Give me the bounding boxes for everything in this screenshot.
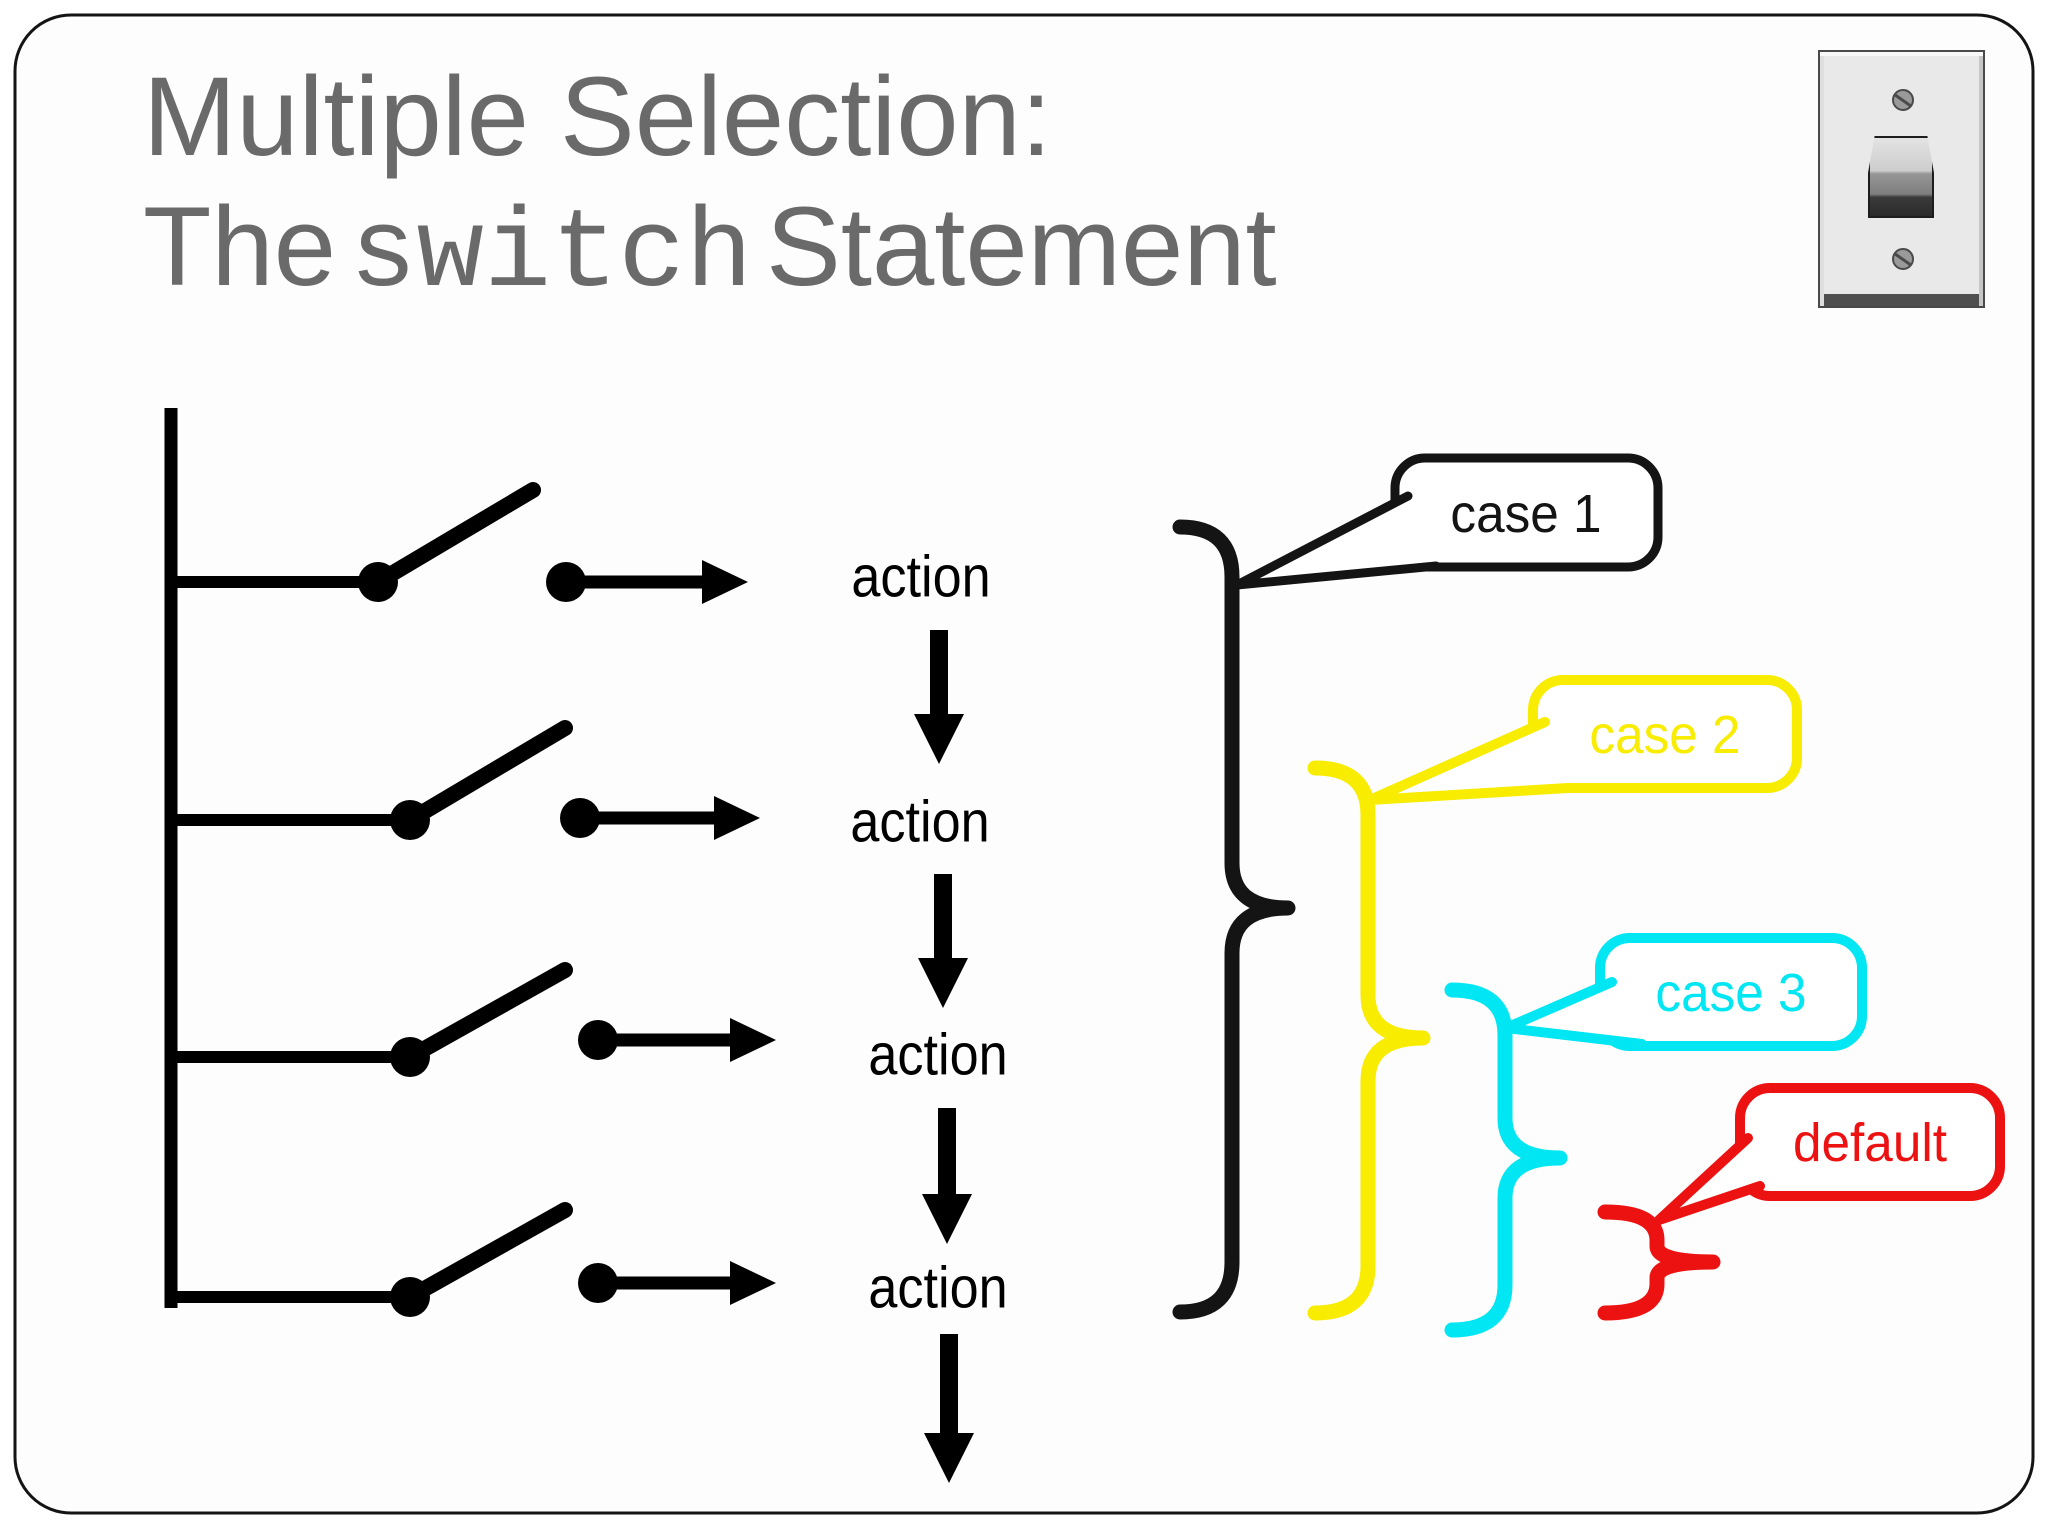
callout-tail <box>1232 491 1441 590</box>
switch-lever-icon <box>370 482 541 590</box>
callout-tail <box>1501 977 1647 1049</box>
callout-tail <box>1654 1133 1765 1225</box>
callout-default <box>1654 1083 2005 1225</box>
brace-case1 <box>1172 519 1296 1320</box>
right-arrow-icon <box>730 1261 776 1305</box>
down-arrow-icon <box>914 630 964 764</box>
action-label-1: action <box>851 544 991 610</box>
switch-lever-icon <box>402 720 573 828</box>
action-label-3: action <box>868 1022 1008 1088</box>
title-line1: Multiple Selection: <box>143 54 1052 179</box>
flow-arrows <box>914 630 974 1483</box>
callout-case1 <box>1232 453 1663 590</box>
down-arrow-icon <box>922 1108 972 1244</box>
switch-lever-icon <box>402 1202 573 1305</box>
slide-border <box>13 13 2035 1515</box>
callout-label-case2: case 2 <box>1589 705 1741 765</box>
action-label-2: action <box>850 789 990 855</box>
brace-case2 <box>1307 760 1431 1321</box>
circuit <box>164 408 776 1317</box>
switch-row-3 <box>166 962 776 1077</box>
callout-label-case3: case 3 <box>1655 963 1807 1023</box>
screw-icon <box>1892 248 1914 270</box>
right-arrow-icon <box>714 796 760 840</box>
callout-case2 <box>1365 675 1802 805</box>
down-arrow-icon <box>918 874 968 1008</box>
switch-row-2 <box>166 720 760 840</box>
brace-default <box>1597 1204 1721 1321</box>
switch-toggle-icon <box>1868 136 1934 218</box>
switch-row-4 <box>166 1202 776 1317</box>
callout-tail <box>1365 717 1573 805</box>
screw-icon <box>1892 89 1914 111</box>
right-arrow-icon <box>730 1018 776 1062</box>
callout-label-default: default <box>1792 1113 1948 1173</box>
switch-pivot-dot <box>390 1277 430 1317</box>
switch-row-1 <box>166 482 748 604</box>
title-code-switch: switch <box>349 192 753 319</box>
callout-case3 <box>1501 933 1867 1051</box>
switch-pivot-dot <box>390 800 430 840</box>
switch-pivot-dot <box>358 562 398 602</box>
callout-label-case1: case 1 <box>1450 484 1602 544</box>
light-switch-image <box>1818 50 1985 308</box>
action-label-4: action <box>868 1255 1008 1321</box>
switch-pivot-dot <box>390 1037 430 1077</box>
switch-lever-icon <box>402 962 573 1065</box>
right-arrow-icon <box>702 560 748 604</box>
brace-case3 <box>1444 982 1568 1338</box>
down-arrow-icon <box>924 1334 974 1483</box>
